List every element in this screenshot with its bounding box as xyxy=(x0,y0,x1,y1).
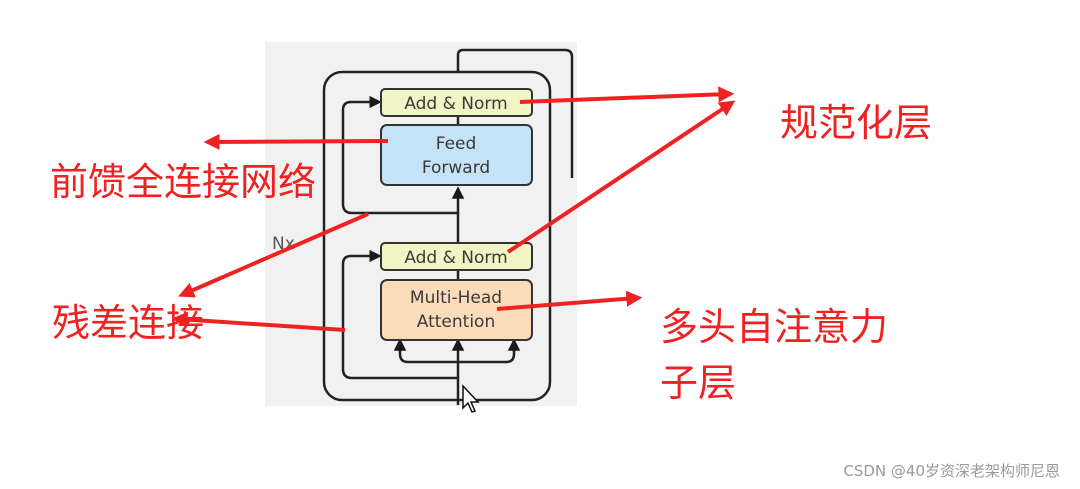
annotation-norm-layer: 规范化层 xyxy=(780,101,932,145)
annotation-arrow-feed-forward xyxy=(203,133,389,150)
output-connector xyxy=(456,48,574,178)
add-norm-bottom-box xyxy=(380,242,533,271)
annotation-arrow-attention xyxy=(496,290,643,311)
attention-label-line2: Attention xyxy=(417,312,495,332)
nx-frame xyxy=(322,70,552,402)
annotation-attention-sublayer-line1: 多头自注意力 xyxy=(660,305,888,349)
mouse-cursor-icon xyxy=(462,384,480,413)
annotation-feed-forward-network: 前馈全连接网络 xyxy=(50,160,316,204)
annotation-attention-sublayer-line2: 子层 xyxy=(660,361,736,405)
annotation-residual-connection: 残差连接 xyxy=(52,301,204,345)
residual-path-attention xyxy=(341,249,458,380)
annotation-arrow-norm-top xyxy=(519,86,735,104)
feed-forward-box xyxy=(380,124,533,186)
feed-forward-label-line2: Forward xyxy=(422,158,490,178)
watermark: CSDN @40岁资深老架构师尼恩 xyxy=(843,462,1060,480)
add-norm-top-label: Add & Norm xyxy=(404,94,507,114)
attention-label-line1: Multi-Head xyxy=(410,288,502,308)
annotation-arrow-residual-top xyxy=(178,212,369,298)
annotation-arrow-norm-bottom xyxy=(506,100,736,254)
attention-input-arrows xyxy=(398,344,516,364)
multi-head-attention-box xyxy=(380,279,533,341)
residual-path-feed-forward xyxy=(341,95,458,215)
annotation-arrow-residual-bottom xyxy=(171,311,346,332)
add-norm-bottom-label: Add & Norm xyxy=(404,248,507,268)
feed-forward-label-line1: Feed xyxy=(436,134,477,154)
